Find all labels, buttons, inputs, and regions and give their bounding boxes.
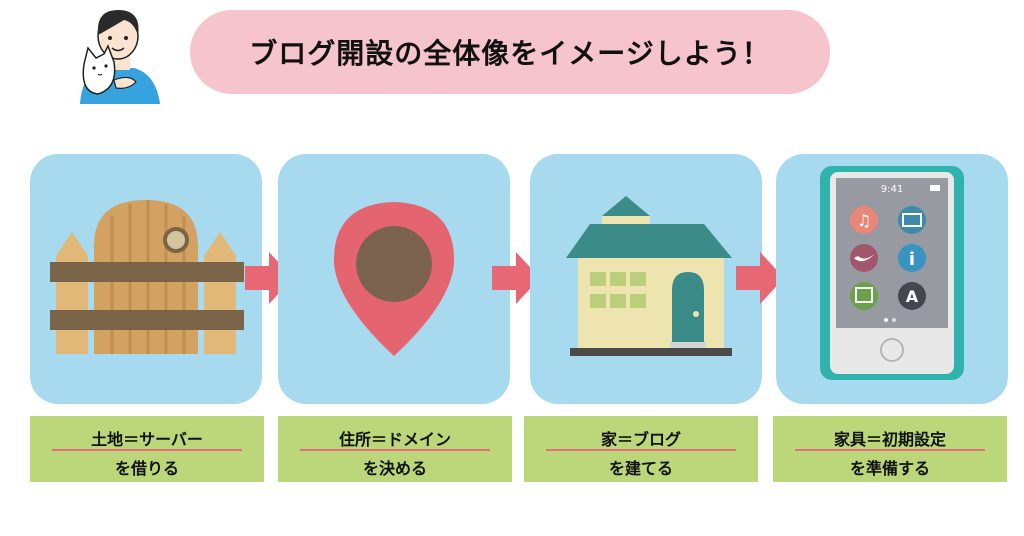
fence-gate-icon (50, 200, 244, 354)
title-banner: ブログ開設の全体像をイメージしよう！ (190, 10, 830, 94)
svg-text:A: A (906, 287, 919, 306)
map-pin-icon (333, 202, 455, 356)
step-label-line1: 土地＝サーバー (91, 430, 203, 449)
tablet-icon: 9:41 ♫ i A (820, 166, 964, 380)
step-card-settings: 9:41 ♫ i A (776, 154, 1008, 404)
app-store-icon (898, 282, 926, 310)
label-underline (795, 449, 985, 451)
status-time: 9:41 (881, 184, 903, 195)
step-label-line2: を準備する (849, 459, 930, 478)
svg-text:♫: ♫ (857, 211, 871, 230)
avatar-with-cat-icon (80, 10, 160, 104)
label-underline (546, 449, 736, 451)
step-label-line2: を決める (362, 459, 427, 478)
arrow-right-icon (492, 252, 540, 304)
step-label-line2: を建てる (608, 459, 673, 478)
label-underline (52, 449, 242, 451)
swoosh-app-icon (850, 244, 878, 272)
step-label-line1: 住所＝ドメイン (338, 430, 451, 449)
house-icon (566, 196, 732, 356)
step-label-settings: 家具＝初期設定 を準備する (773, 416, 1007, 482)
home-button (880, 338, 904, 362)
step-label-domain: 住所＝ドメイン を決める (278, 416, 512, 482)
page-title: ブログ開設の全体像をイメージしよう！ (249, 37, 771, 70)
label-underline (300, 449, 490, 451)
svg-text:i: i (909, 249, 915, 270)
step-label-line1: 家具＝初期設定 (833, 430, 946, 449)
step-label-line1: 家＝ブログ (600, 430, 681, 449)
step-card-domain (278, 154, 510, 404)
info-app-icon (898, 244, 926, 272)
arrow-right-icon (736, 252, 784, 304)
step-label-server: 土地＝サーバー を借りる (30, 416, 264, 482)
step-label-line2: を借りる (114, 459, 179, 478)
step-label-blog: 家＝ブログ を建てる (524, 416, 758, 482)
step-card-blog (530, 154, 762, 404)
music-app-icon (850, 206, 878, 234)
step-card-server (30, 154, 262, 404)
photo-app-icon (850, 282, 878, 310)
